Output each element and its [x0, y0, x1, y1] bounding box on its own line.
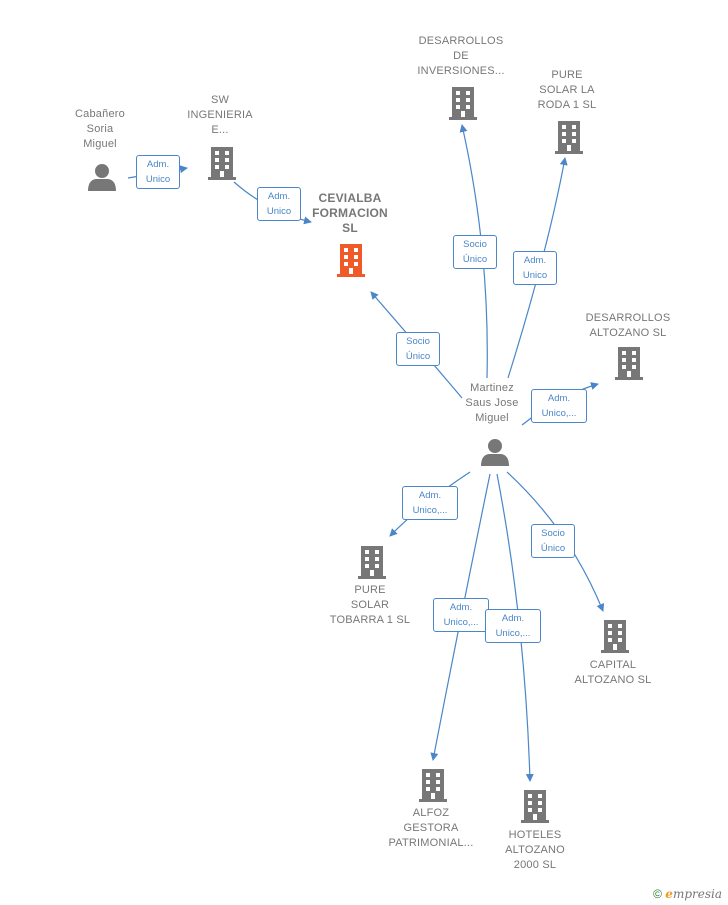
brand-initial: e [665, 887, 673, 901]
relation-label: Socio Único [396, 332, 440, 366]
node-label-alfoz-gestora[interactable]: ALFOZ GESTORA PATRIMONIAL... [388, 807, 474, 849]
node-label-pure-solar-tobarra[interactable]: PURE SOLAR TOBARRA 1 SL [329, 584, 411, 626]
relation-label: Adm. Unico,... [402, 486, 458, 520]
empresia-watermark: © empresia [653, 887, 722, 901]
node-label-cevialba[interactable]: CEVIALBA FORMACION SL [312, 191, 388, 235]
relation-label: Socio Único [531, 524, 575, 558]
brand-name: mpresia [672, 887, 722, 901]
node-label-cabanero[interactable]: Cabañero Soria Miguel [75, 108, 125, 150]
relation-label: Adm. Unico [136, 155, 180, 189]
building-icon[interactable] [600, 618, 630, 654]
relation-label: Adm. Unico [257, 187, 301, 221]
building-icon[interactable] [418, 767, 448, 803]
node-label-desarrollos-altozano[interactable]: DESARROLLOS ALTOZANO SL [585, 312, 671, 339]
relation-label: Adm. Unico,... [433, 598, 489, 632]
building-icon[interactable] [335, 242, 367, 278]
node-label-hoteles-altozano[interactable]: HOTELES ALTOZANO 2000 SL [505, 829, 565, 871]
building-icon[interactable] [207, 145, 237, 181]
node-label-capital-altozano[interactable]: CAPITAL ALTOZANO SL [574, 659, 652, 686]
person-icon[interactable] [481, 439, 509, 466]
relation-label: Socio Único [453, 235, 497, 269]
building-icon[interactable] [520, 788, 550, 824]
building-icon[interactable] [448, 85, 478, 121]
node-label-pure-solar-roda[interactable]: PURE SOLAR LA RODA 1 SL [537, 69, 597, 111]
node-label-martinez[interactable]: Martinez Saus Jose Miguel [465, 382, 519, 424]
relation-label: Adm. Unico,... [485, 609, 541, 643]
person-icon[interactable] [88, 164, 116, 191]
relation-label: Adm. Unico [513, 251, 557, 285]
copyright-icon: © [653, 887, 662, 901]
building-icon[interactable] [614, 345, 644, 381]
node-label-desarrollos-inversiones[interactable]: DESARROLLOS DE INVERSIONES... [417, 35, 505, 77]
relation-label: Adm. Unico,... [531, 389, 587, 423]
node-label-sw-ingenieria[interactable]: SW INGENIERIA E... [187, 94, 253, 136]
building-icon[interactable] [554, 119, 584, 155]
building-icon[interactable] [357, 544, 387, 580]
